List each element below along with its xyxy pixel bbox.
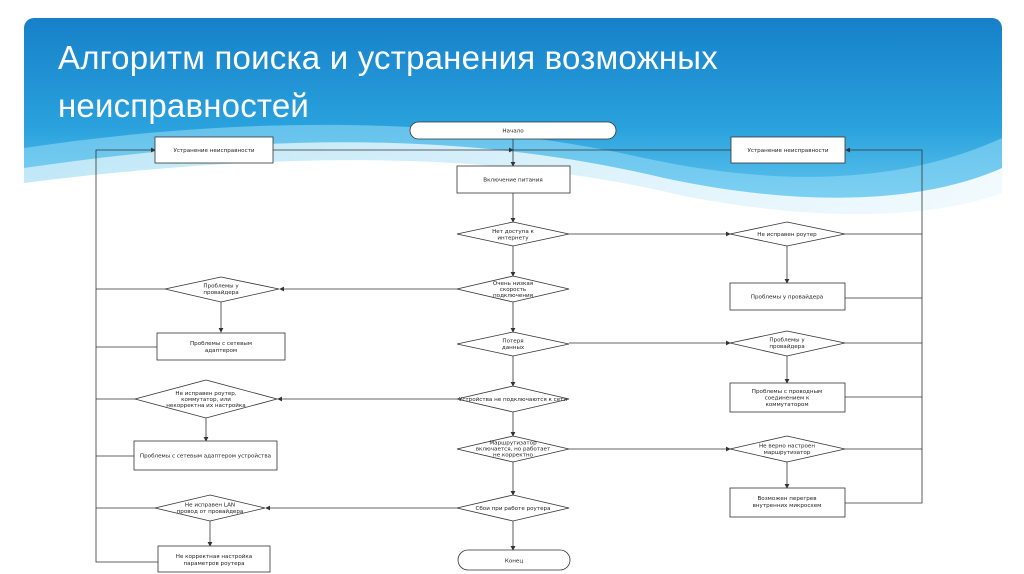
svg-text:соединением к: соединением к [765, 396, 810, 402]
decision-provider-left: Проблемы у провайдера [164, 276, 280, 303]
svg-text:коммутатором: коммутатором [765, 402, 808, 408]
svg-text:Проблемы у провайдера: Проблемы у провайдера [751, 294, 823, 301]
decision-router-switch-bad: Не исправен роутер, коммутатор, или неко… [133, 379, 279, 419]
svg-text:Не верно настроен: Не верно настроен [759, 444, 815, 450]
decision-slow-speed: Очень низкая скорость подключения [456, 275, 570, 303]
svg-text:скорость: скорость [500, 287, 526, 293]
svg-text:Начало: Начало [502, 129, 524, 135]
svg-text:Конец: Конец [505, 559, 523, 565]
decision-no-internet: Нет доступа к интернету [456, 221, 570, 247]
svg-text:Устройства не подключаются к с: Устройства не подключаются к сети [459, 396, 568, 403]
svg-text:коммутатор, или: коммутатор, или [181, 397, 231, 403]
decision-router-overload: Маршрутизатор включается, но работает не… [456, 435, 570, 463]
start-terminator: Начало [409, 121, 617, 140]
svg-text:Проблемы с сетевым: Проблемы с сетевым [190, 341, 252, 347]
svg-text:Проблемы у: Проблемы у [769, 338, 805, 344]
svg-text:Маршрутизатор: Маршрутизатор [489, 441, 537, 447]
svg-text:некорректна их настройка: некорректна их настройка [166, 402, 246, 409]
svg-text:маршрутизатор: маршрутизатор [764, 450, 811, 456]
svg-text:Не исправен роутер: Не исправен роутер [757, 232, 817, 238]
decision-router-not-ok: Не исправен роутер [729, 221, 846, 247]
svg-text:интернету: интернету [497, 236, 529, 242]
decision-router-fail: Сбои при работе роутера [456, 494, 570, 522]
svg-text:не корректно: не корректно [493, 453, 534, 459]
svg-text:внутренних микросхем: внутренних микросхем [753, 503, 822, 509]
svg-text:адаптером: адаптером [205, 348, 237, 354]
svg-text:провайдера: провайдера [769, 343, 804, 350]
process-power-on: Включение питания [456, 165, 571, 194]
svg-text:Устранение неисправности: Устранение неисправности [747, 148, 828, 154]
svg-text:включается, но работает: включается, но работает [476, 447, 551, 453]
process-provider-right: Проблемы у провайдера [729, 282, 846, 311]
decision-provider-right: Проблемы у провайдера [729, 330, 846, 357]
process-router-settings: Не корректная настройка параметров роуте… [157, 545, 271, 573]
svg-text:Проблемы у: Проблемы у [203, 284, 239, 290]
svg-text:Не исправен роутер,: Не исправен роутер, [175, 391, 236, 397]
svg-text:Нет доступа к: Нет доступа к [492, 229, 534, 235]
svg-text:Сбои при работе роутера: Сбои при работе роутера [475, 506, 550, 512]
process-wire-problems: Проблемы с проводным соединением к комму… [729, 382, 846, 413]
svg-text:подключения: подключения [493, 293, 533, 299]
svg-text:провод от провайдера: провод от провайдера [177, 508, 244, 515]
process-fix-right: Устранение неисправности [730, 136, 846, 164]
svg-text:Устранение неисправности: Устранение неисправности [173, 148, 254, 154]
svg-text:Потеря: Потеря [502, 339, 523, 345]
process-fix-left: Устранение неисправности [154, 136, 274, 164]
decision-lan-cable-bad: Не исправен LAN провод от провайдера [154, 494, 266, 522]
svg-text:Не исправен LAN: Не исправен LAN [185, 503, 235, 509]
svg-text:Возможен перегрев: Возможен перегрев [757, 496, 816, 502]
process-adapter-device: Проблемы с сетевым адаптером устройства [133, 440, 278, 471]
process-network-adapter: Проблемы с сетевым адаптером [156, 332, 286, 361]
decision-data-loss: Потеря данных [456, 331, 570, 357]
svg-text:Включение питания: Включение питания [483, 178, 542, 184]
end-terminator: Конец [457, 549, 571, 571]
svg-text:Не корректная настройка: Не корректная настройка [176, 553, 252, 560]
decision-router-config-wrong: Не верно настроен маршрутизатор [729, 435, 846, 463]
slide-title: Алгоритм поиска и устранения возможных н… [58, 39, 718, 124]
svg-text:параметров роутера: параметров роутера [184, 561, 245, 567]
svg-text:данных: данных [502, 345, 525, 351]
svg-text:Очень низкая: Очень низкая [493, 281, 533, 287]
svg-text:Проблемы с сетевым адаптером у: Проблемы с сетевым адаптером устройства [140, 453, 271, 460]
svg-text:Проблемы с проводным: Проблемы с проводным [752, 389, 822, 395]
flowchart-connectors [95, 139, 923, 563]
decision-devices-not-connected: Устройства не подключаются к сети [456, 385, 570, 413]
process-overheat: Возможен перегрев внутренних микросхем [729, 487, 846, 518]
svg-text:провайдера: провайдера [203, 289, 238, 296]
